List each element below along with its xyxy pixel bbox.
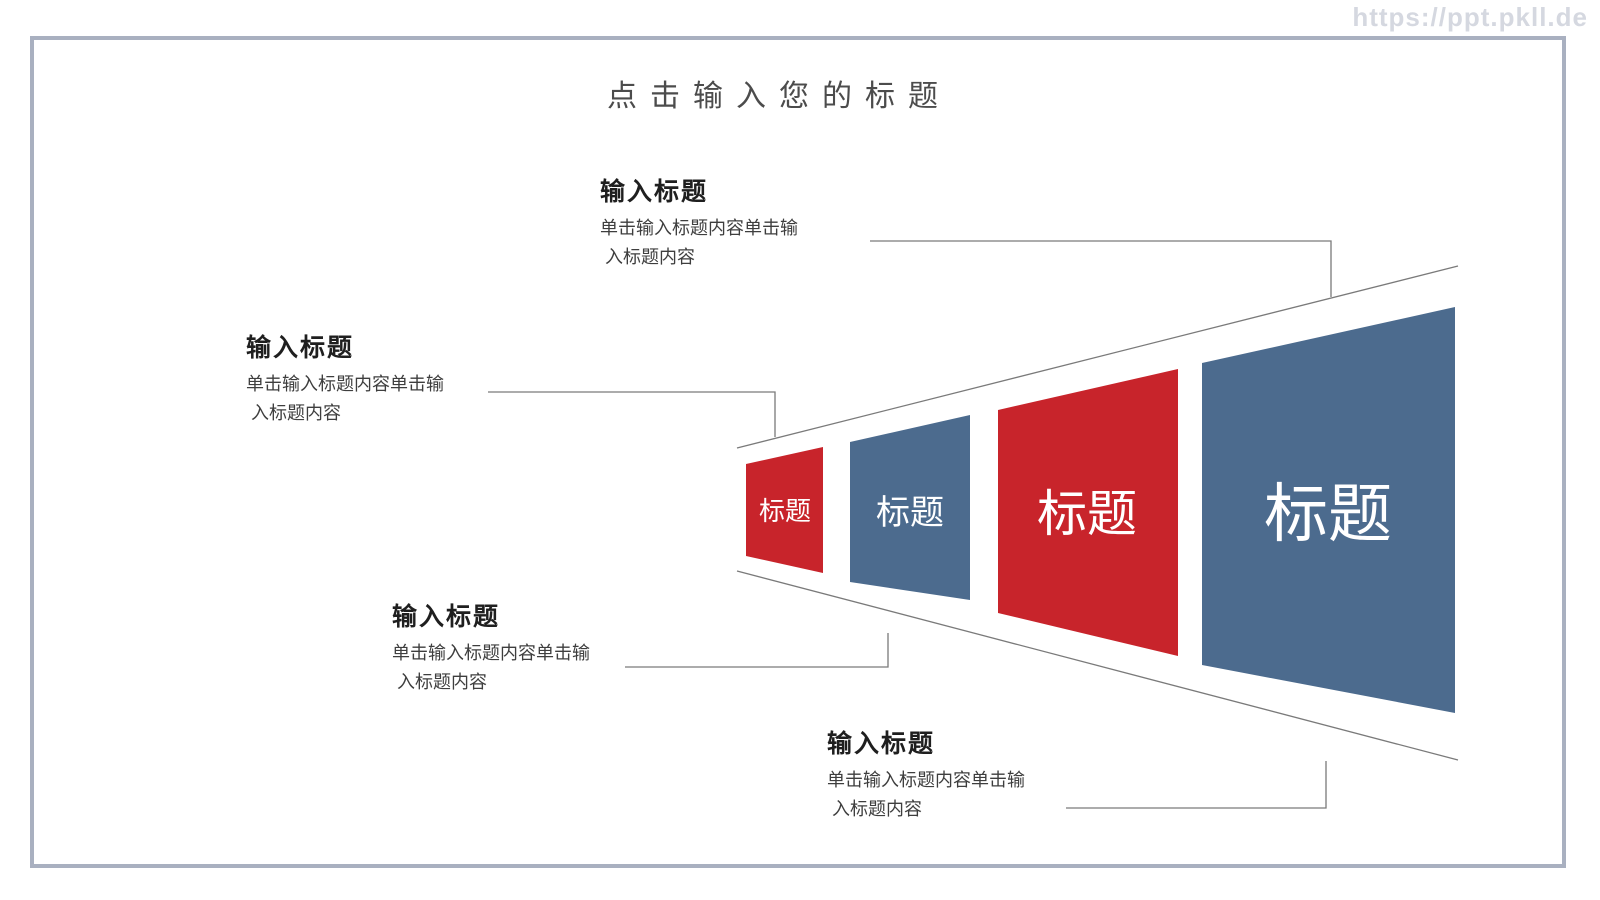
- callout-bottom: 输入标题 单击输入标题内容单击输 入标题内容: [827, 728, 1025, 824]
- funnel-segment-2: [850, 415, 970, 600]
- funnel-segment-label-4: 标题: [1264, 478, 1392, 550]
- funnel-segment-4: [1202, 307, 1455, 713]
- callout-connector-left: [488, 391, 776, 437]
- callout-desc-line: 入标题内容: [397, 672, 487, 692]
- callout-desc-line: 单击输入标题内容单击输: [827, 770, 1025, 790]
- callout-heading: 输入标题: [600, 178, 709, 206]
- funnel-bottom-edge: [736, 570, 1459, 761]
- callout-top: 输入标题 单击输入标题内容单击输 入标题内容: [600, 176, 798, 272]
- funnel-top-edge: [736, 265, 1459, 449]
- callout-connector-top: [870, 240, 1332, 297]
- funnel-segment-1: [746, 447, 823, 573]
- watermark-url: https://ppt.pkll.de: [1352, 2, 1588, 32]
- callout-desc-line: 单击输入标题内容单击输: [392, 643, 590, 663]
- callout-left: 输入标题 单击输入标题内容单击输 入标题内容: [246, 332, 444, 428]
- slide-title: 点击输入您的标题: [607, 80, 951, 113]
- funnel-segment-3: [998, 369, 1178, 656]
- callout-heading: 输入标题: [246, 334, 355, 362]
- callout-desc-line: 入标题内容: [605, 247, 695, 267]
- callout-connector-bottom-left: [625, 633, 889, 668]
- funnel-segment-label-3: 标题: [1037, 486, 1137, 542]
- callout-desc-line: 单击输入标题内容单击输: [246, 374, 444, 394]
- funnel-segment-label-1: 标题: [759, 496, 811, 526]
- callout-desc-line: 入标题内容: [832, 799, 922, 819]
- callout-desc-line: 单击输入标题内容单击输: [600, 218, 798, 238]
- callout-heading: 输入标题: [827, 730, 936, 758]
- callout-bottom-left: 输入标题 单击输入标题内容单击输 入标题内容: [392, 601, 590, 697]
- funnel-segment-label-2: 标题: [876, 494, 944, 532]
- callout-desc-line: 入标题内容: [251, 403, 341, 423]
- callout-heading: 输入标题: [392, 603, 501, 631]
- callout-connector-bottom: [1066, 761, 1327, 809]
